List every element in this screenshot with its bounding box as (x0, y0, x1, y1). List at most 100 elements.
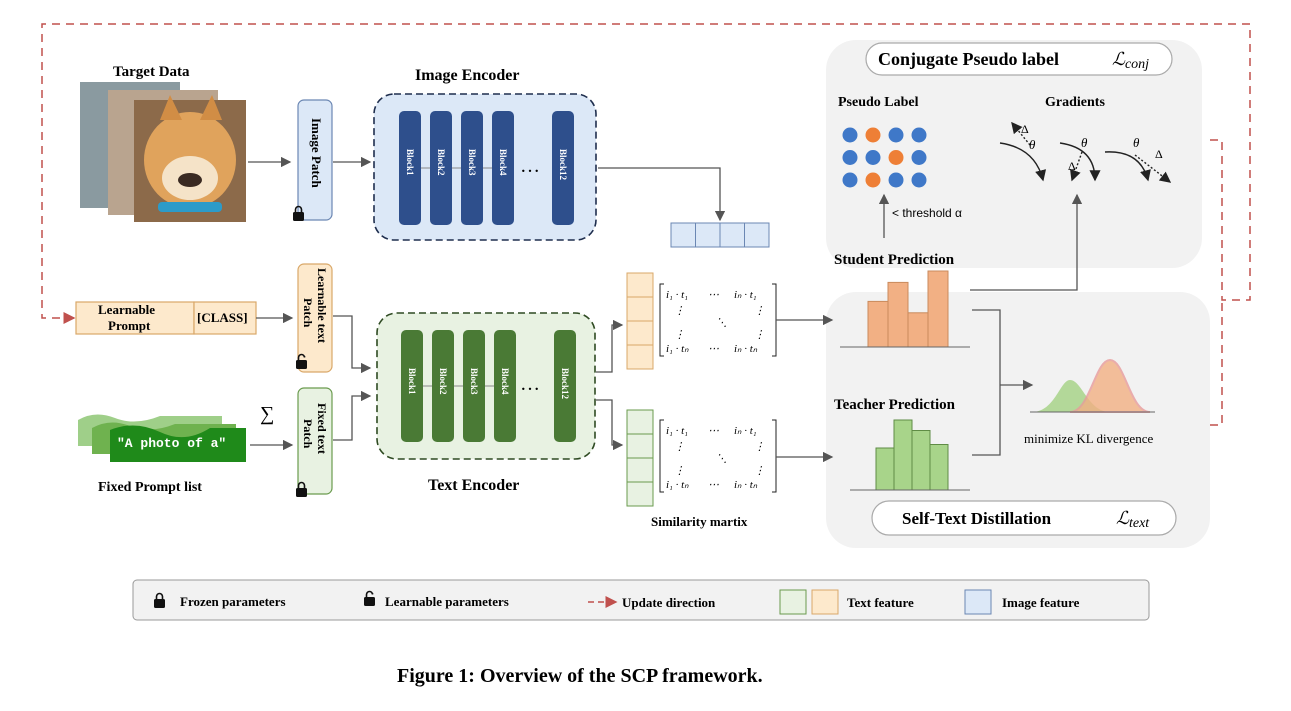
legend-green-swatch (779, 589, 807, 615)
learnable-prompt-box (75, 301, 195, 335)
matrix-entry: ⋮ (754, 465, 765, 477)
threshold-label: < threshold α (892, 206, 962, 220)
pseudo-label-dot (842, 172, 858, 188)
image-encoder-title: Image Encoder (415, 67, 519, 84)
student-title: Student Prediction (834, 252, 955, 268)
pseudo-label-dot (865, 172, 881, 188)
theta-3: θ (1133, 135, 1140, 150)
theta-1: θ (1029, 137, 1036, 152)
text-feature-column-orange (626, 272, 654, 370)
prediction-bar (875, 447, 895, 491)
encoder-block (461, 111, 483, 225)
encoder-block-label: Block2 (436, 149, 446, 176)
encoder-block-label: Block12 (558, 149, 568, 181)
matrix-entry: i₁ · t₁ (666, 425, 688, 437)
legend-lock-icon (154, 592, 165, 608)
matrix-entry: ⋮ (754, 441, 765, 453)
pseudo-label-dot (888, 127, 904, 143)
conjugate-title: Conjugate Pseudo label (878, 49, 1059, 69)
image-patch-box (297, 99, 333, 221)
encoder-block (430, 111, 452, 225)
text-feature-cell (626, 320, 654, 346)
pseudo-label-dot (865, 150, 881, 165)
encoder-block (463, 330, 485, 442)
delta-1: Δ (1021, 122, 1029, 136)
encoder-block-label: Block1 (407, 368, 417, 395)
pseudo-label-dot (911, 150, 927, 165)
legend-update: Update direction (622, 595, 716, 610)
delta-2: Δ (1068, 159, 1076, 173)
gradients-title: Gradients (1045, 95, 1105, 110)
prediction-bar (893, 419, 913, 491)
target-images (80, 82, 246, 222)
legend-box (132, 579, 1150, 621)
image-feature-cell (695, 222, 721, 248)
fixed-text-patch-label-2: Patch (301, 419, 315, 449)
encoder-block-label: Block4 (500, 368, 510, 395)
encoder-block-label: Block4 (498, 149, 508, 176)
matrix-entry: i₁ · tₙ (666, 343, 689, 355)
encoder-block (432, 330, 454, 442)
matrix-bracket-left (659, 419, 664, 493)
encoder-block (554, 330, 576, 442)
similarity-matrix-bottom: i₁ · t₁⋯iₙ · t₁⋮⋮⋱⋮⋮i₁ · tₙ⋯iₙ · tₙ (659, 419, 777, 493)
text-feature-cell (626, 272, 654, 298)
matrix-entry: ⋮ (674, 465, 685, 477)
legend-blue-swatch (964, 589, 992, 615)
matrix-entry: ⋯ (708, 343, 719, 355)
update-direction-path-2 (1210, 300, 1223, 426)
text-encoder-ellipsis: … (520, 373, 540, 395)
matrix-entry: ⋯ (708, 425, 719, 437)
lock-icon (293, 205, 304, 221)
matrix-entry: ⋮ (674, 441, 685, 453)
encoder-block (492, 111, 514, 225)
class-token: [CLASS] (197, 310, 248, 325)
distill-title-pill (871, 500, 1177, 536)
encoder-block (399, 111, 421, 225)
prediction-bar (929, 444, 949, 491)
fixed-prompt-stack (78, 414, 246, 462)
matrix-entry: iₙ · tₙ (734, 343, 758, 355)
pseudo-label-dot (842, 150, 858, 165)
text-feature-cell (626, 344, 654, 370)
matrix-entry: ⋮ (754, 329, 765, 341)
matrix-entry: i₁ · tₙ (666, 479, 689, 491)
matrix-entry: ⋮ (674, 329, 685, 341)
encoder-block (494, 330, 516, 442)
legend-learnable: Learnable parameters (385, 594, 509, 609)
matrix-entry: ⋮ (674, 305, 685, 317)
matrix-bracket-right (772, 419, 777, 493)
encoder-block (552, 111, 574, 225)
image-encoder-ellipsis: … (520, 155, 540, 177)
encoder-block-label: Block3 (469, 368, 479, 395)
learnable-text-patch-label-1: Learnable text (315, 268, 329, 343)
legend-text-feature: Text feature (847, 595, 914, 610)
fixed-text-patch-label-1: Fixed text (315, 403, 329, 454)
gradient-sketch-2 (1059, 142, 1101, 182)
learnable-prompt-label-2: Prompt (108, 318, 151, 333)
sum-symbol: ∑ (260, 403, 274, 425)
prediction-bar (887, 281, 909, 348)
prediction-bar (911, 430, 931, 491)
distill-title: Self-Text Distillation (902, 509, 1052, 528)
image-patch-label: Image Patch (309, 118, 324, 188)
text-feature-cell (626, 409, 654, 435)
text-feature-cell (626, 296, 654, 322)
prediction-bar (867, 300, 889, 348)
encoder-block-label: Block1 (405, 149, 415, 176)
image-feature-cell (719, 222, 745, 248)
similarity-matrix-caption: Similarity martix (651, 514, 748, 529)
encoder-block-label: Block2 (438, 368, 448, 395)
encoder-block-label: Block12 (560, 368, 570, 400)
kl-caption: minimize KL divergence (1024, 431, 1153, 446)
image-encoder-box (373, 93, 597, 241)
lock-icon-2 (296, 481, 307, 497)
fixed-prompt-text: "A photo of a" (117, 436, 226, 451)
update-direction-path (41, 23, 1251, 324)
fixed-prompt-caption: Fixed Prompt list (98, 480, 202, 495)
unlock-icon (296, 353, 307, 369)
text-feature-cell (626, 481, 654, 507)
delta-3: Δ (1155, 147, 1163, 161)
